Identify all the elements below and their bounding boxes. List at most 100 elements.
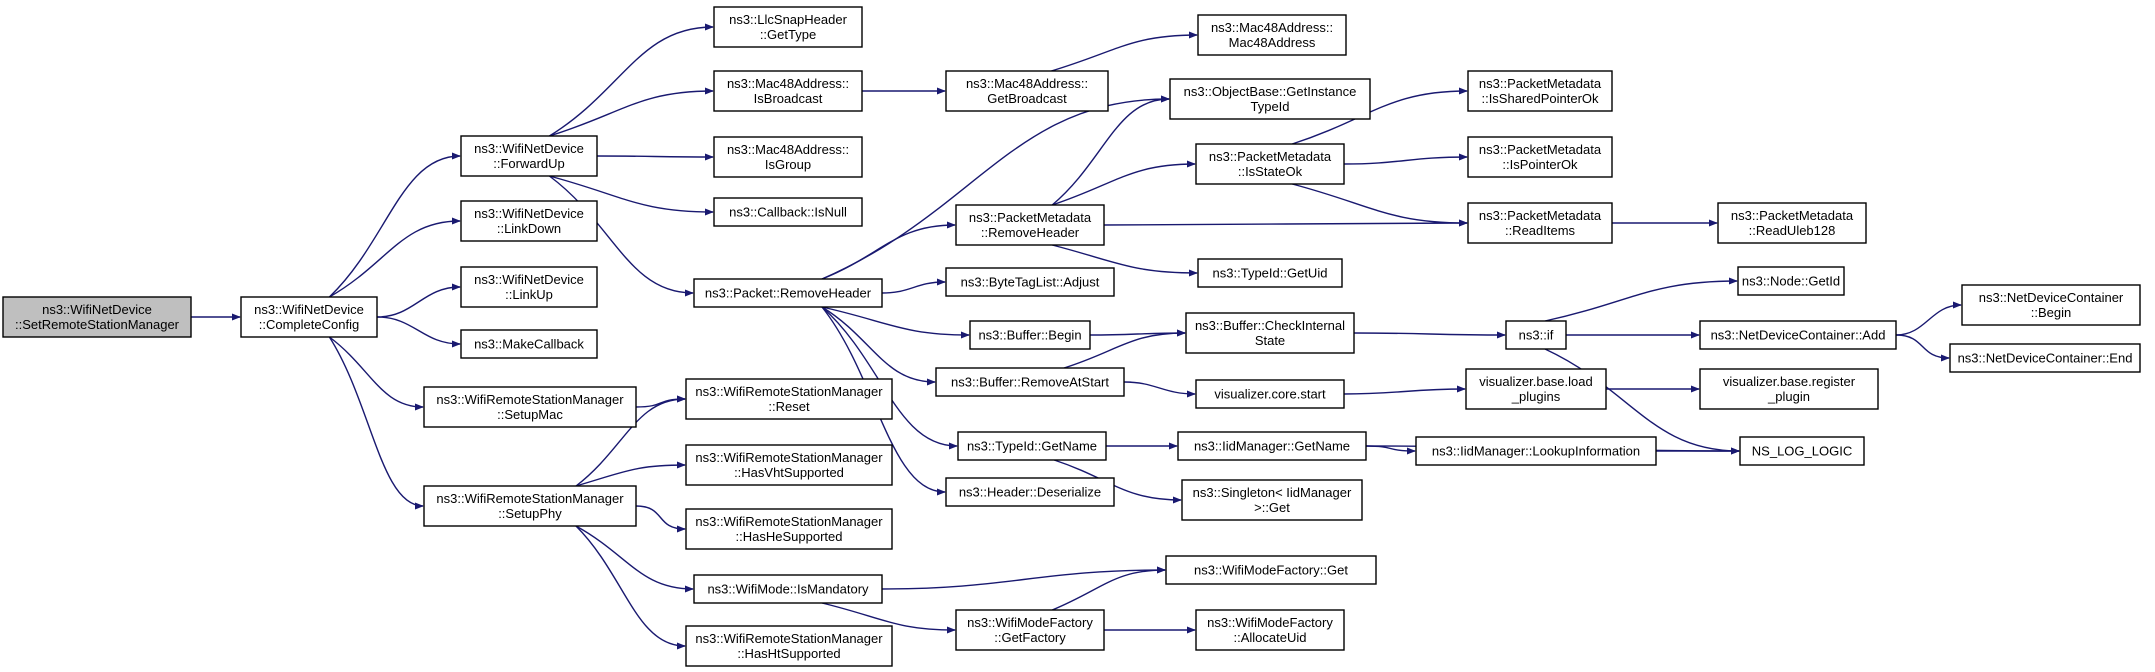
call-edge-n39-n43 bbox=[1544, 277, 1738, 322]
function-node-n11[interactable]: ns3::Callback::IsNull bbox=[713, 197, 863, 227]
call-edge-n19-n27 bbox=[1051, 95, 1170, 206]
function-node-n32[interactable]: ns3::IidManager::GetName bbox=[1177, 431, 1367, 461]
call-edges bbox=[191, 23, 1962, 650]
call-edge-line bbox=[329, 217, 461, 298]
function-node-label: ns3::Mac48Address:: bbox=[727, 76, 849, 91]
function-node-n13[interactable]: ns3::WifiRemoteStationManager::Reset bbox=[685, 378, 893, 420]
function-node-label: ::Reset bbox=[768, 399, 810, 414]
function-node-label: ns3::Header::Deserialize bbox=[959, 485, 1101, 500]
function-node-n23[interactable]: ns3::TypeId::GetName bbox=[957, 431, 1107, 461]
function-node-label: ns3::Buffer::Begin bbox=[978, 328, 1081, 343]
function-node-n19[interactable]: ns3::PacketMetadata::RemoveHeader bbox=[955, 204, 1105, 246]
call-edge-line bbox=[549, 87, 714, 137]
function-node-label: ns3::Buffer::RemoveAtStart bbox=[951, 375, 1109, 390]
function-node-label: Mac48Address bbox=[1229, 35, 1316, 50]
function-node-n6[interactable]: ns3::WifiRemoteStationManager::SetupMac bbox=[423, 386, 637, 428]
call-edge-n31-n40 bbox=[1343, 385, 1466, 395]
function-node-n15[interactable]: ns3::WifiRemoteStationManager::HasHeSupp… bbox=[685, 508, 893, 550]
function-node-n3[interactable]: ns3::WifiNetDevice::LinkDown bbox=[460, 200, 598, 242]
function-node-n20[interactable]: ns3::ByteTagList::Adjust bbox=[945, 267, 1115, 297]
function-node-label: ns3::PacketMetadata bbox=[1479, 142, 1602, 157]
function-node-box bbox=[1699, 368, 1879, 410]
call-edge-line bbox=[548, 175, 694, 297]
function-node-label: ::SetupPhy bbox=[498, 506, 562, 521]
function-node-n33[interactable]: ns3::Singleton< IidManager>::Get bbox=[1181, 479, 1363, 521]
call-edge-n19-n29 bbox=[1052, 244, 1198, 277]
function-node-n47[interactable]: ns3::NetDeviceContainer::Begin bbox=[1961, 284, 2141, 326]
function-node-n35[interactable]: ns3::WifiModeFactory::AllocateUid bbox=[1195, 609, 1345, 651]
function-node-n1[interactable]: ns3::WifiNetDevice::CompleteConfig bbox=[240, 296, 378, 338]
function-node-n26[interactable]: ns3::Mac48Address::Mac48Address bbox=[1197, 14, 1347, 56]
function-node-label: ns3::WifiNetDevice bbox=[474, 141, 584, 156]
function-node-label: ns3::Buffer::CheckInternal bbox=[1195, 318, 1345, 333]
function-node-label: ns3::TypeId::GetName bbox=[967, 439, 1097, 454]
function-node-n34[interactable]: ns3::WifiModeFactory::Get bbox=[1165, 555, 1377, 585]
call-edge-n7-n15 bbox=[635, 505, 686, 533]
function-node-n29[interactable]: ns3::TypeId::GetUid bbox=[1197, 258, 1343, 288]
call-edge-n19-n28 bbox=[1051, 160, 1196, 206]
function-node-box bbox=[460, 135, 598, 177]
call-edge-n16-n25 bbox=[821, 602, 956, 634]
function-node-box bbox=[969, 320, 1091, 350]
function-node-n12[interactable]: ns3::Packet::RemoveHeader bbox=[693, 278, 883, 308]
function-node-n4[interactable]: ns3::WifiNetDevice::LinkUp bbox=[460, 266, 598, 308]
function-node-n28[interactable]: ns3::PacketMetadata::IsStateOk bbox=[1195, 143, 1345, 185]
function-node-n37[interactable]: ns3::PacketMetadata::IsPointerOk bbox=[1467, 136, 1613, 178]
function-node-label: ns3::WifiMode::IsMandatory bbox=[707, 582, 869, 597]
function-node-n0[interactable]: ns3::WifiNetDevice::SetRemoteStationMana… bbox=[2, 296, 192, 338]
function-node-box bbox=[2, 296, 192, 338]
function-node-n40[interactable]: visualizer.base.load_plugins bbox=[1465, 368, 1607, 410]
function-node-label: ns3::Singleton< IidManager bbox=[1193, 485, 1352, 500]
function-node-n42[interactable]: ns3::PacketMetadata::ReadUleb128 bbox=[1717, 202, 1867, 244]
function-node-box bbox=[1717, 202, 1867, 244]
function-node-label: visualizer.core.start bbox=[1214, 387, 1326, 402]
function-node-n36[interactable]: ns3::PacketMetadata::IsSharedPointerOk bbox=[1467, 70, 1613, 112]
function-node-box bbox=[1197, 14, 1347, 56]
function-node-label: ns3::WifiModeFactory bbox=[967, 615, 1093, 630]
function-node-n39[interactable]: ns3::if bbox=[1505, 320, 1567, 350]
function-node-n2[interactable]: ns3::WifiNetDevice::ForwardUp bbox=[460, 135, 598, 177]
function-node-n10[interactable]: ns3::Mac48Address::IsGroup bbox=[713, 136, 863, 178]
function-node-n46[interactable]: NS_LOG_LOGIC bbox=[1739, 436, 1865, 466]
function-node-n22[interactable]: ns3::Buffer::RemoveAtStart bbox=[935, 367, 1125, 397]
call-edge-line bbox=[1544, 348, 1740, 455]
call-edge-n2-n12 bbox=[548, 175, 694, 297]
function-node-n25[interactable]: ns3::WifiModeFactory::GetFactory bbox=[955, 609, 1105, 651]
call-edge-n16-n34 bbox=[881, 566, 1166, 590]
function-node-box bbox=[685, 444, 893, 486]
function-node-n8[interactable]: ns3::LlcSnapHeader::GetType bbox=[713, 6, 863, 48]
function-node-n7[interactable]: ns3::WifiRemoteStationManager::SetupPhy bbox=[423, 485, 637, 527]
call-edge-n6-n13 bbox=[635, 395, 686, 408]
function-node-n17[interactable]: ns3::WifiRemoteStationManager::HasHtSupp… bbox=[685, 625, 893, 667]
function-node-n45[interactable]: visualizer.base.register_plugin bbox=[1699, 368, 1879, 410]
function-node-box bbox=[957, 431, 1107, 461]
function-node-n21[interactable]: ns3::Buffer::Begin bbox=[969, 320, 1091, 350]
function-node-n18[interactable]: ns3::Mac48Address::GetBroadcast bbox=[945, 70, 1109, 112]
function-node-n24[interactable]: ns3::Header::Deserialize bbox=[945, 477, 1115, 507]
function-node-n31[interactable]: visualizer.core.start bbox=[1195, 379, 1345, 409]
function-node-n16[interactable]: ns3::WifiMode::IsMandatory bbox=[693, 574, 883, 604]
function-node-n41[interactable]: ns3::IidManager::LookupInformation bbox=[1415, 436, 1657, 466]
function-node-n9[interactable]: ns3::Mac48Address::IsBroadcast bbox=[713, 70, 863, 112]
call-edge-line bbox=[881, 566, 1166, 590]
function-node-n5[interactable]: ns3::MakeCallback bbox=[460, 329, 598, 359]
function-node-n43[interactable]: ns3::Node::GetId bbox=[1737, 266, 1845, 296]
function-node-label: State bbox=[1255, 333, 1285, 348]
call-edge-n7-n17 bbox=[575, 525, 686, 650]
function-node-box bbox=[945, 267, 1115, 297]
call-edge-line bbox=[1063, 329, 1186, 369]
call-edge-n7-n16 bbox=[575, 525, 694, 593]
function-node-n38[interactable]: ns3::PacketMetadata::ReadItems bbox=[1467, 202, 1613, 244]
function-node-box bbox=[1467, 136, 1613, 178]
function-node-n14[interactable]: ns3::WifiRemoteStationManager::HasVhtSup… bbox=[685, 444, 893, 486]
function-node-box bbox=[955, 204, 1105, 246]
function-node-label: TypeId bbox=[1250, 99, 1289, 114]
function-node-box bbox=[685, 378, 893, 420]
function-node-label: ns3::ByteTagList::Adjust bbox=[961, 275, 1100, 290]
function-node-n48[interactable]: ns3::NetDeviceContainer::End bbox=[1949, 343, 2141, 373]
function-node-n44[interactable]: ns3::NetDeviceContainer::Add bbox=[1699, 320, 1897, 350]
call-edge-line bbox=[1343, 385, 1466, 395]
call-edge-line bbox=[635, 395, 686, 408]
